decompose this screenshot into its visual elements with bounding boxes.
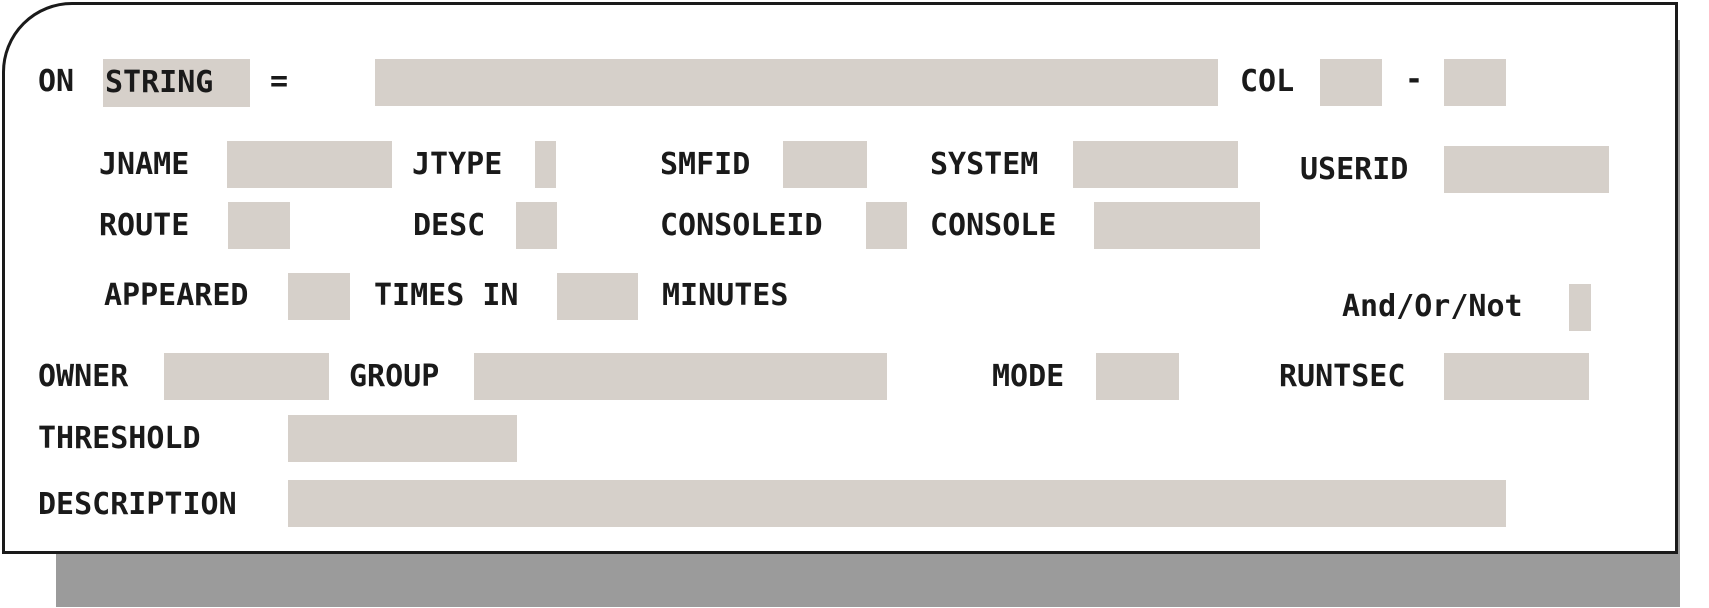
minutes-label: MINUTES (662, 278, 789, 313)
description-label: DESCRIPTION (38, 487, 237, 522)
system-label: SYSTEM (930, 147, 1039, 182)
consoleid-input[interactable] (866, 202, 907, 249)
times-in-label: TIMES IN (374, 278, 519, 313)
mode-label: MODE (992, 359, 1065, 394)
description-input[interactable] (288, 480, 1506, 527)
consoleid-label: CONSOLEID (660, 208, 823, 243)
jname-label: JNAME (99, 147, 190, 182)
threshold-input[interactable] (288, 415, 517, 462)
and-or-not-input[interactable] (1569, 284, 1591, 331)
desc-label: DESC (413, 208, 486, 243)
group-input[interactable] (474, 353, 887, 400)
col-to-input[interactable] (1444, 59, 1506, 106)
runtsec-label: RUNTSEC (1279, 359, 1406, 394)
console-label: CONSOLE (930, 208, 1057, 243)
times-in-input[interactable] (557, 273, 638, 320)
route-label: ROUTE (99, 208, 190, 243)
string-label: STRING (103, 59, 250, 107)
mode-input[interactable] (1096, 353, 1179, 400)
jtype-input[interactable] (535, 141, 556, 188)
col-dash: - (1405, 62, 1424, 97)
col-from-input[interactable] (1320, 59, 1382, 106)
and-or-not-label: And/Or/Not (1342, 289, 1523, 324)
appeared-label: APPEARED (104, 278, 249, 313)
jtype-label: JTYPE (412, 147, 503, 182)
desc-input[interactable] (516, 202, 557, 249)
jname-input[interactable] (227, 141, 392, 188)
col-label: COL (1240, 64, 1295, 99)
threshold-label: THRESHOLD (38, 421, 201, 456)
on-label: ON (38, 64, 75, 99)
group-label: GROUP (349, 359, 440, 394)
userid-label: USERID (1300, 152, 1409, 187)
runtsec-input[interactable] (1444, 353, 1589, 400)
smfid-input[interactable] (783, 141, 867, 188)
userid-input[interactable] (1444, 146, 1609, 193)
owner-input[interactable] (164, 353, 329, 400)
system-input[interactable] (1073, 141, 1238, 188)
equals-sign: = (270, 64, 289, 99)
owner-label: OWNER (38, 359, 129, 394)
route-input[interactable] (228, 202, 290, 249)
appeared-input[interactable] (288, 273, 350, 320)
console-input[interactable] (1094, 202, 1260, 249)
smfid-label: SMFID (660, 147, 751, 182)
on-string-input[interactable] (375, 59, 1218, 106)
